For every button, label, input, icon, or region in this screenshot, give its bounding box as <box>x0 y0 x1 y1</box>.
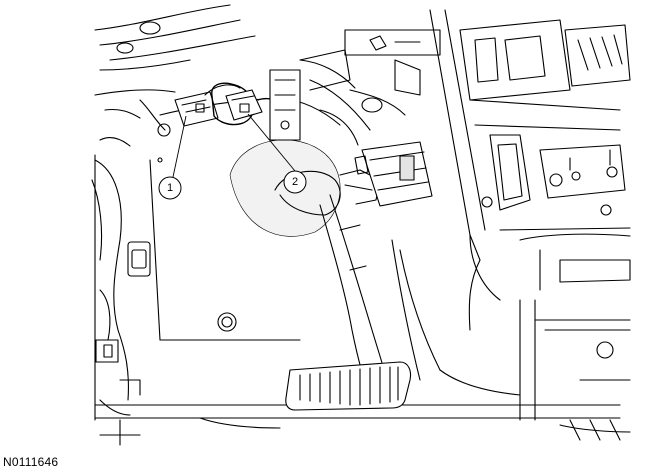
upper-harness <box>299 59 421 146</box>
callout-leaders <box>172 113 296 178</box>
figure-code: N0111646 <box>3 455 59 469</box>
callout-2-circle <box>283 170 307 194</box>
component-2-switch <box>211 82 281 126</box>
callout-2-label: 2 <box>291 176 299 188</box>
right-lower-structure <box>391 227 631 441</box>
center-console <box>429 9 631 261</box>
wiring-harness <box>94 4 256 147</box>
floor <box>99 417 631 446</box>
left-side-structure <box>91 159 151 416</box>
callout-1-circle <box>158 176 182 200</box>
pedal-connector <box>354 141 433 207</box>
callout-1-label: 1 <box>166 182 174 194</box>
brake-pedal-pad <box>285 361 412 411</box>
mounting-bracket <box>269 29 441 141</box>
